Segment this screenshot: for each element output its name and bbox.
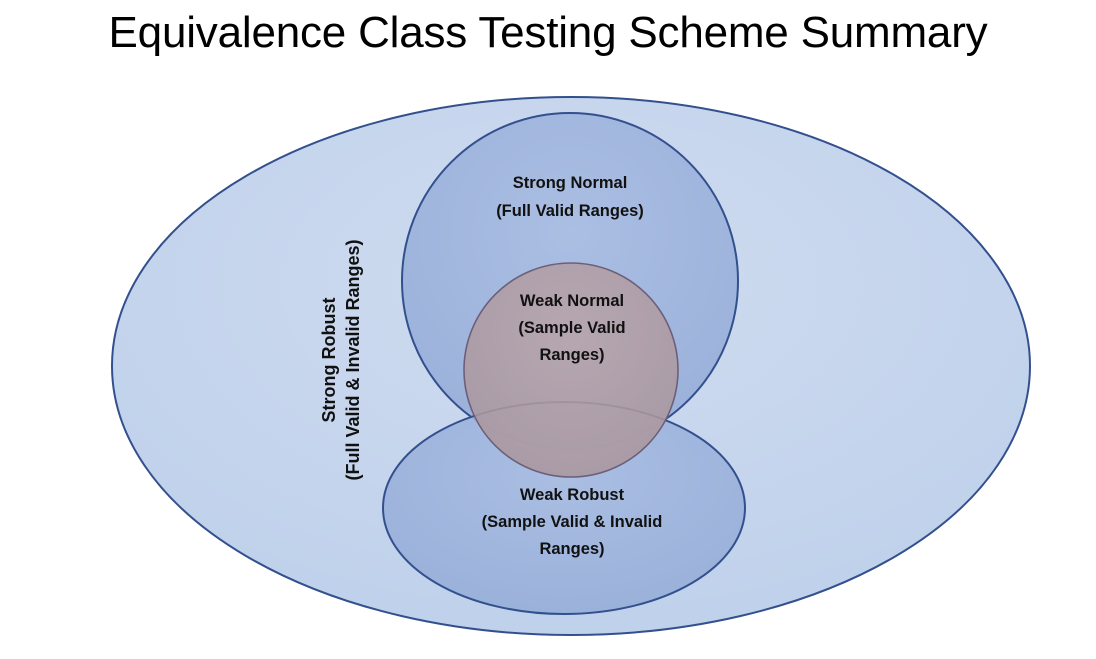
label-strong-normal-line2: (Full Valid Ranges) [496, 202, 644, 220]
label-weak-normal-line2: (Sample Valid [518, 319, 625, 337]
label-weak-normal: Weak Normal (Sample Valid Ranges) [518, 292, 625, 364]
label-weak-normal-line1: Weak Normal [520, 292, 624, 310]
label-strong-robust: Strong Robust (Full Valid & Invalid Rang… [319, 239, 363, 480]
label-weak-robust-line2: (Sample Valid & Invalid [482, 513, 663, 531]
label-strong-robust-line2: (Full Valid & Invalid Ranges) [343, 239, 363, 480]
label-strong-normal: Strong Normal (Full Valid Ranges) [496, 174, 644, 220]
label-weak-normal-line3: Ranges) [539, 346, 604, 364]
shape-weak-normal[interactable] [463, 262, 679, 478]
label-weak-robust-line1: Weak Robust [520, 486, 625, 504]
page-title: Equivalence Class Testing Scheme Summary [108, 8, 988, 57]
label-weak-robust-line3: Ranges) [539, 540, 604, 558]
label-strong-normal-line1: Strong Normal [513, 174, 628, 192]
label-strong-robust-line1: Strong Robust [319, 298, 339, 423]
label-weak-robust: Weak Robust (Sample Valid & Invalid Rang… [482, 486, 663, 558]
